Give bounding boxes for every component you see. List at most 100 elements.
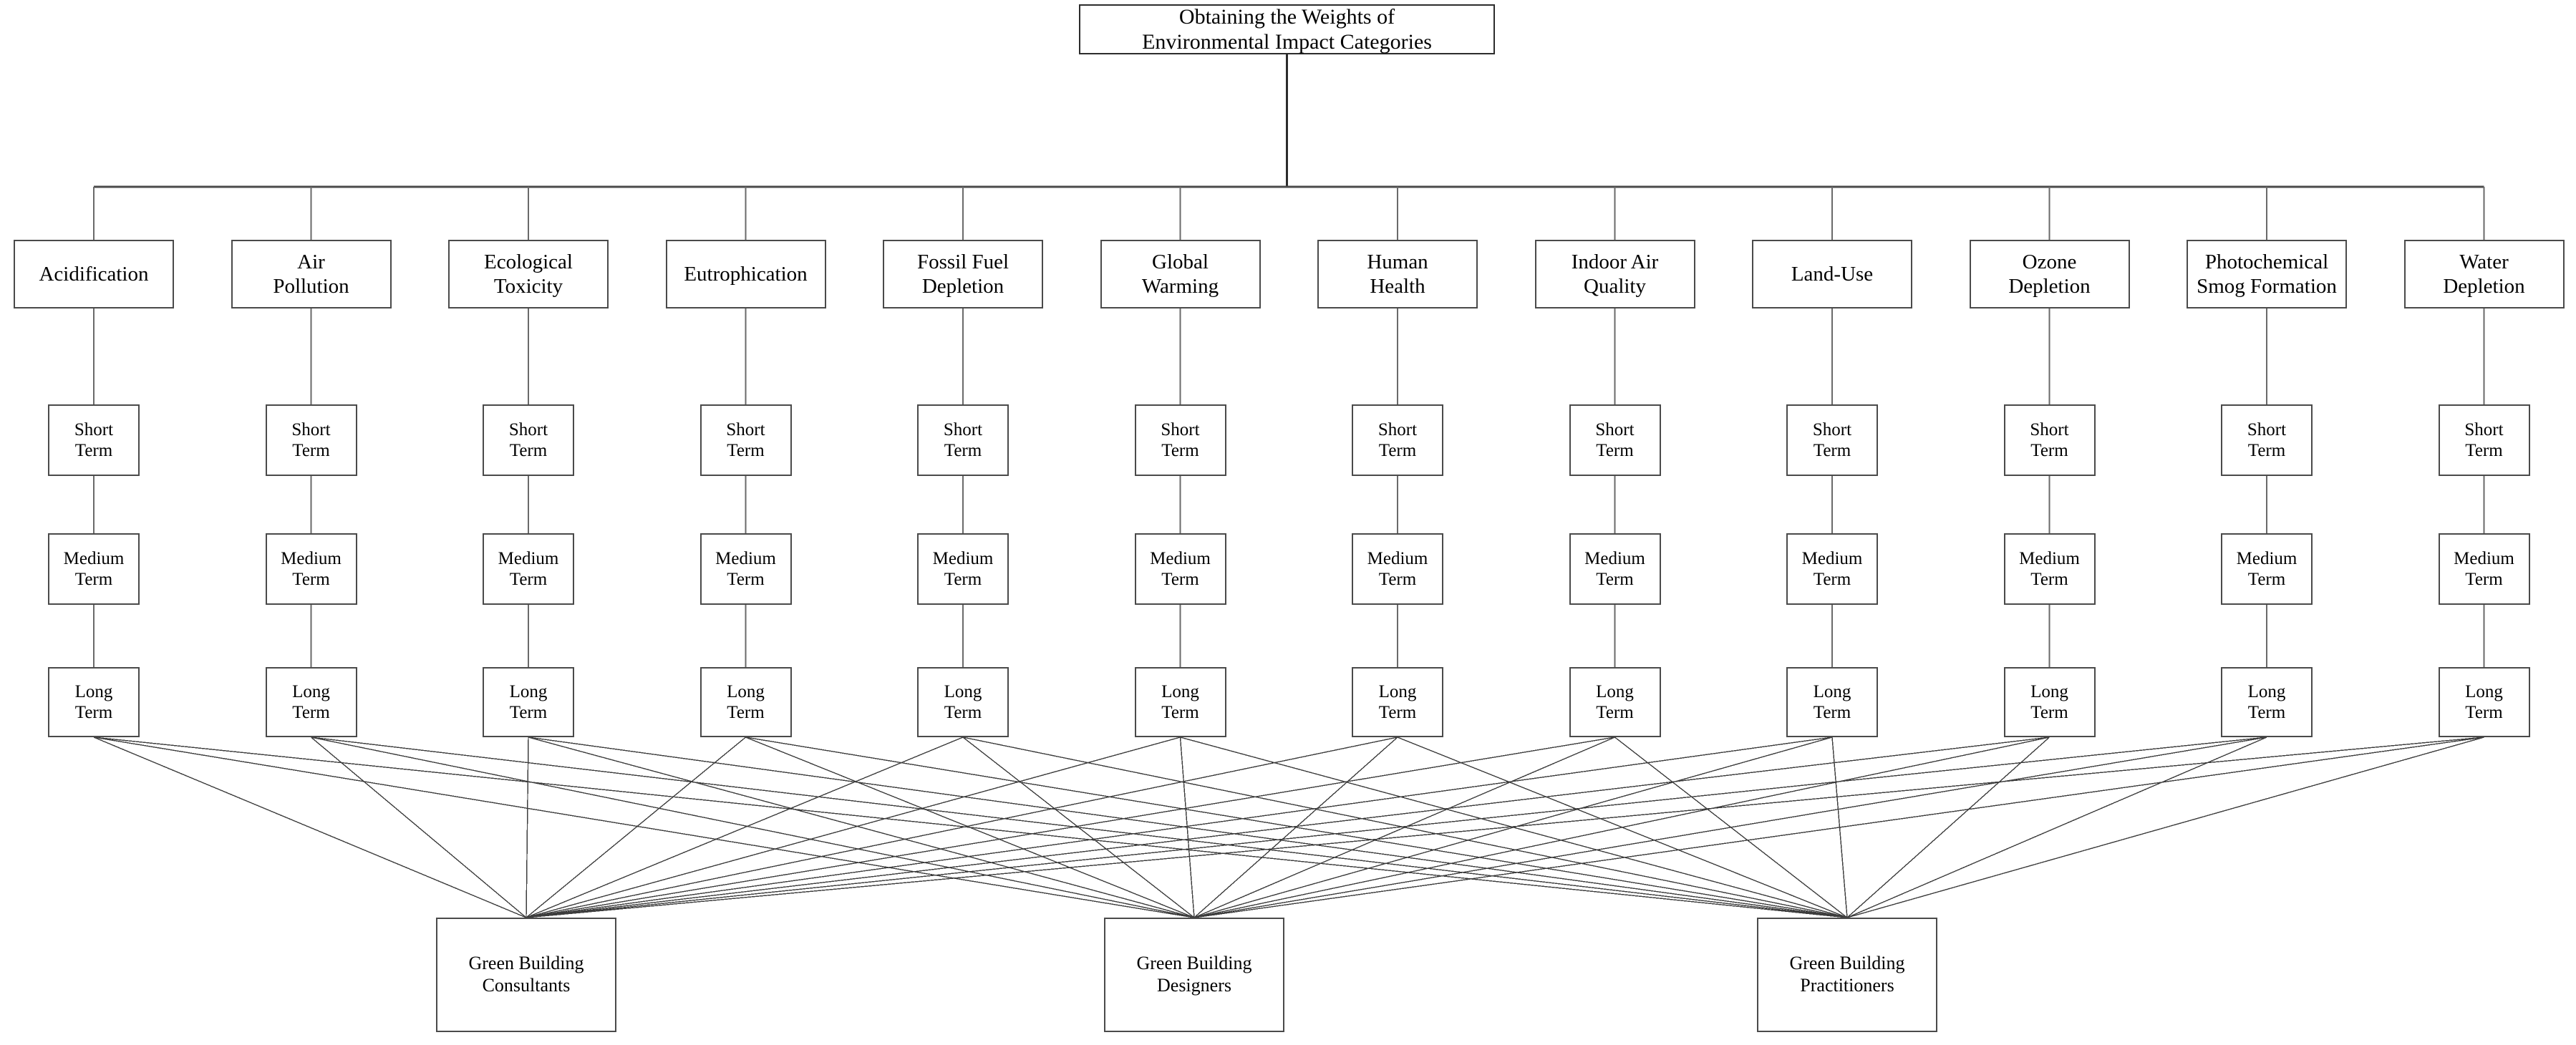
- criterion-box-11[interactable]: Water Depletion: [2403, 240, 2565, 308]
- criterion-box-10[interactable]: Photochemical Smog Formation: [2187, 240, 2347, 308]
- criterion-box-7-label: Indoor Air Quality: [1571, 250, 1659, 298]
- subcriterion-box-5-0-label: Short Term: [1161, 419, 1200, 461]
- subcriterion-box-0-0-label: Short Term: [74, 419, 114, 461]
- subcriterion-box-6-1[interactable]: Medium Term: [1352, 533, 1443, 605]
- subcriterion-box-9-1-label: Medium Term: [2019, 548, 2080, 590]
- subcriterion-box-8-1-label: Medium Term: [1801, 548, 1863, 590]
- subcriterion-box-2-2[interactable]: Long Term: [483, 667, 574, 737]
- subcriterion-box-10-0[interactable]: Short Term: [2221, 404, 2313, 476]
- criterion-box-2[interactable]: Ecological Toxicity: [448, 240, 609, 308]
- subcriterion-box-9-0-label: Short Term: [2030, 419, 2069, 461]
- subcriterion-box-9-1[interactable]: Medium Term: [2003, 533, 2096, 605]
- subcriterion-box-5-2[interactable]: Long Term: [1134, 667, 1226, 737]
- criterion-box-5[interactable]: Global Warming: [1100, 240, 1261, 308]
- subcriterion-box-11-1[interactable]: Medium Term: [2438, 533, 2530, 605]
- alternative-box-2-label: Green Building Practitioners: [1789, 953, 1905, 996]
- subcriterion-box-2-0-label: Short Term: [508, 419, 548, 461]
- goal-box[interactable]: Obtaining the Weights of Environmental I…: [1079, 4, 1495, 54]
- subcriterion-box-11-2[interactable]: Long Term: [2438, 667, 2530, 737]
- criterion-box-7[interactable]: Indoor Air Quality: [1534, 240, 1695, 308]
- subcriterion-box-10-2-label: Long Term: [2247, 681, 2286, 723]
- subcriterion-box-9-2[interactable]: Long Term: [2003, 667, 2096, 737]
- subcriterion-box-0-1[interactable]: Medium Term: [48, 533, 140, 605]
- subcriterion-box-3-2-label: Long Term: [727, 681, 765, 723]
- subcriterion-box-6-0-label: Short Term: [1377, 419, 1418, 461]
- subcriterion-box-0-2-label: Long Term: [74, 681, 113, 723]
- criterion-box-5-label: Global Warming: [1141, 250, 1219, 298]
- subcriterion-box-7-2-label: Long Term: [1596, 681, 1634, 723]
- subcriterion-box-8-0-label: Short Term: [1812, 419, 1852, 461]
- subcriterion-box-0-0[interactable]: Short Term: [48, 404, 140, 476]
- subcriterion-box-10-0-label: Short Term: [2247, 419, 2287, 461]
- criterion-box-1-label: Air Pollution: [273, 250, 349, 298]
- subcriterion-box-7-2[interactable]: Long Term: [1569, 667, 1661, 737]
- subcriterion-box-2-0[interactable]: Short Term: [483, 404, 574, 476]
- subcriterion-box-5-0[interactable]: Short Term: [1134, 404, 1226, 476]
- criterion-box-6-label: Human Health: [1367, 250, 1428, 298]
- subcriterion-box-3-1-label: Medium Term: [715, 548, 776, 590]
- criterion-box-3[interactable]: Eutrophication: [665, 240, 826, 308]
- subcriterion-box-1-1[interactable]: Medium Term: [265, 533, 357, 605]
- criterion-box-8-label: Land-Use: [1791, 262, 1874, 286]
- subcriterion-box-6-2[interactable]: Long Term: [1352, 667, 1443, 737]
- subcriterion-box-2-1[interactable]: Medium Term: [483, 533, 574, 605]
- goal-box-label: Obtaining the Weights of Environmental I…: [1142, 4, 1432, 54]
- criterion-box-1[interactable]: Air Pollution: [231, 240, 392, 308]
- subcriterion-box-4-1[interactable]: Medium Term: [917, 533, 1009, 605]
- subcriterion-box-0-1-label: Medium Term: [63, 548, 125, 590]
- subcriterion-box-10-2[interactable]: Long Term: [2221, 667, 2313, 737]
- subcriterion-box-3-0-label: Short Term: [726, 419, 765, 461]
- subcriterion-box-1-0[interactable]: Short Term: [265, 404, 357, 476]
- alternative-box-1[interactable]: Green Building Designers: [1104, 918, 1284, 1032]
- subcriterion-box-6-0[interactable]: Short Term: [1352, 404, 1443, 476]
- subcriterion-box-11-1-label: Medium Term: [2454, 548, 2514, 590]
- subcriterion-box-9-2-label: Long Term: [2030, 681, 2068, 723]
- subcriterion-box-2-2-label: Long Term: [509, 681, 548, 723]
- criterion-box-2-label: Ecological Toxicity: [483, 250, 573, 298]
- subcriterion-box-3-2[interactable]: Long Term: [699, 667, 792, 737]
- subcriterion-box-10-1-label: Medium Term: [2236, 548, 2297, 590]
- subcriterion-box-5-1-label: Medium Term: [1150, 548, 1211, 590]
- subcriterion-box-8-2[interactable]: Long Term: [1786, 667, 1878, 737]
- criterion-box-4[interactable]: Fossil Fuel Depletion: [883, 240, 1043, 308]
- subcriterion-box-4-1-label: Medium Term: [932, 548, 994, 590]
- subcriterion-box-7-0[interactable]: Short Term: [1569, 404, 1661, 476]
- subcriterion-box-8-1[interactable]: Medium Term: [1786, 533, 1878, 605]
- criterion-box-10-label: Photochemical Smog Formation: [2197, 250, 2337, 298]
- subcriterion-box-0-2[interactable]: Long Term: [48, 667, 140, 737]
- subcriterion-box-1-1-label: Medium Term: [281, 548, 342, 590]
- subcriterion-box-2-1-label: Medium Term: [498, 548, 559, 590]
- subcriterion-box-3-1[interactable]: Medium Term: [699, 533, 792, 605]
- subcriterion-box-6-1-label: Medium Term: [1367, 548, 1428, 590]
- subcriterion-box-11-2-label: Long Term: [2465, 681, 2503, 723]
- subcriterion-box-7-1[interactable]: Medium Term: [1569, 533, 1661, 605]
- criterion-box-6[interactable]: Human Health: [1317, 240, 1478, 308]
- criterion-box-3-label: Eutrophication: [684, 262, 808, 286]
- subcriterion-box-1-0-label: Short Term: [291, 419, 331, 461]
- subcriterion-box-11-0[interactable]: Short Term: [2438, 404, 2530, 476]
- subcriterion-box-5-1[interactable]: Medium Term: [1134, 533, 1226, 605]
- subcriterion-box-10-1[interactable]: Medium Term: [2221, 533, 2313, 605]
- subcriterion-box-6-2-label: Long Term: [1378, 681, 1417, 723]
- subcriterion-box-9-0[interactable]: Short Term: [2003, 404, 2096, 476]
- subcriterion-box-4-2[interactable]: Long Term: [917, 667, 1009, 737]
- subcriterion-box-4-2-label: Long Term: [944, 681, 982, 723]
- subcriterion-box-1-2-label: Long Term: [292, 681, 330, 723]
- criterion-box-9[interactable]: Ozone Depletion: [1969, 240, 2130, 308]
- criterion-box-0-label: Acidification: [39, 262, 149, 286]
- criterion-box-4-label: Fossil Fuel Depletion: [916, 250, 1009, 298]
- alternative-box-1-label: Green Building Designers: [1136, 953, 1252, 996]
- subcriterion-box-8-2-label: Long Term: [1813, 681, 1851, 723]
- subcriterion-box-8-0[interactable]: Short Term: [1786, 404, 1878, 476]
- subcriterion-box-4-0[interactable]: Short Term: [917, 404, 1009, 476]
- subcriterion-box-3-0[interactable]: Short Term: [699, 404, 792, 476]
- alternative-box-0[interactable]: Green Building Consultants: [436, 918, 616, 1032]
- subcriterion-box-1-2[interactable]: Long Term: [265, 667, 357, 737]
- subcriterion-box-7-1-label: Medium Term: [1584, 548, 1645, 590]
- criterion-box-8[interactable]: Land-Use: [1752, 240, 1912, 308]
- alternative-box-2[interactable]: Green Building Practitioners: [1757, 918, 1937, 1032]
- subcriterion-box-5-2-label: Long Term: [1161, 681, 1199, 723]
- criterion-box-0[interactable]: Acidification: [14, 240, 174, 308]
